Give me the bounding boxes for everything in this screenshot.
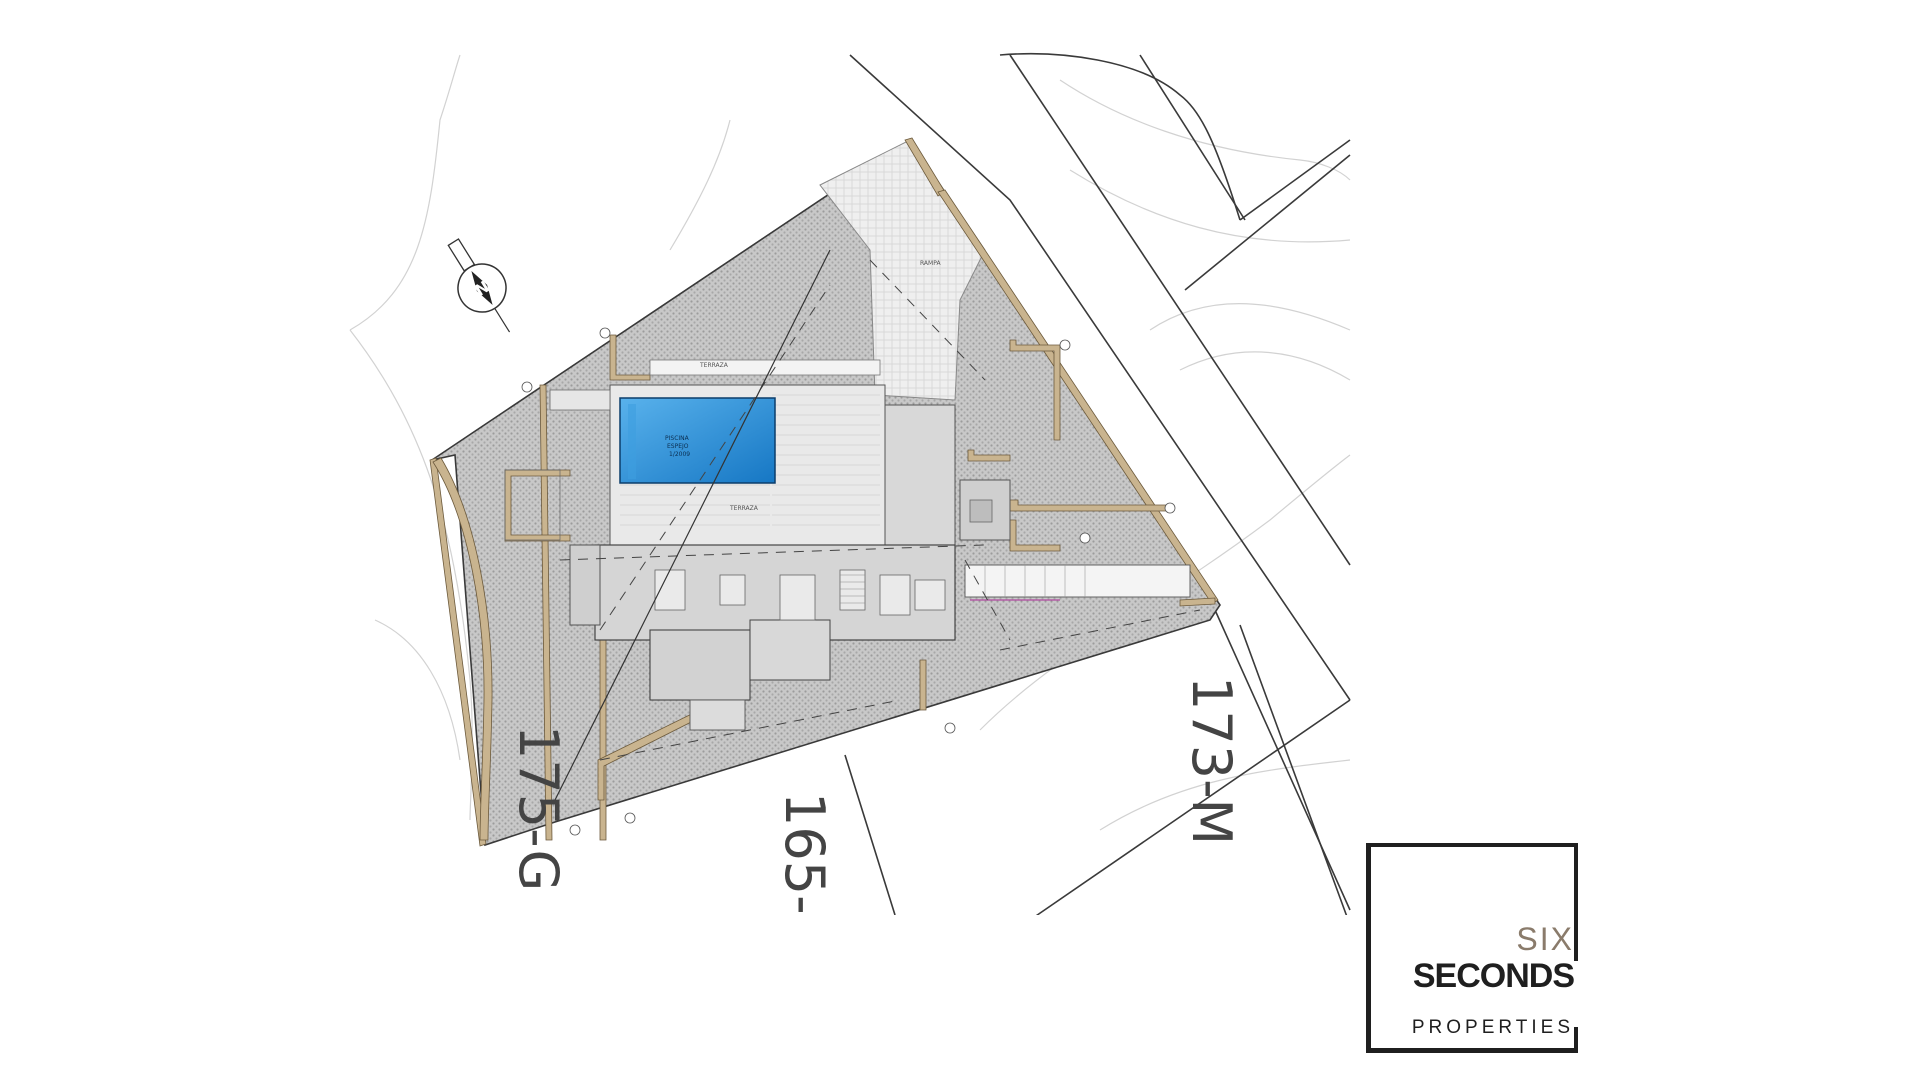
ramp-label: RAMPA bbox=[920, 260, 941, 267]
plot-label-165: 165- bbox=[773, 792, 836, 915]
pool-text-2: ESPEJO bbox=[667, 443, 689, 450]
diagonal-line bbox=[554, 249, 831, 801]
pool bbox=[619, 397, 776, 484]
pool-text-1: PISCINA bbox=[665, 435, 690, 442]
terrace-label-2: TERRAZA bbox=[729, 505, 759, 512]
dashed-lines bbox=[559, 259, 1201, 761]
logo-frame-edge bbox=[1574, 843, 1578, 961]
terrain-contours bbox=[349, 54, 1351, 831]
boundary-walls bbox=[429, 137, 1219, 847]
plot-label-175: 175-G bbox=[507, 725, 570, 891]
logo-properties: PROPERTIES bbox=[1411, 1017, 1574, 1038]
west-retaining-wall bbox=[432, 457, 493, 841]
pool-text-3: 1/2009 bbox=[669, 451, 690, 458]
logo-frame-edge-low bbox=[1574, 1027, 1578, 1053]
terrace-label: TERRAZA bbox=[699, 362, 729, 369]
section-markers bbox=[521, 327, 1176, 836]
compass-icon: N bbox=[447, 238, 511, 333]
plan-bottom-mask bbox=[0, 915, 1360, 1080]
brand-logo: SIX SECONDS PROPERTIES bbox=[1366, 843, 1578, 1053]
east-walkway bbox=[964, 564, 1191, 601]
logo-seconds: SECONDS bbox=[1412, 957, 1575, 995]
logo-six: SIX bbox=[1516, 921, 1574, 957]
plot-label-173: 173-M bbox=[1180, 676, 1243, 845]
